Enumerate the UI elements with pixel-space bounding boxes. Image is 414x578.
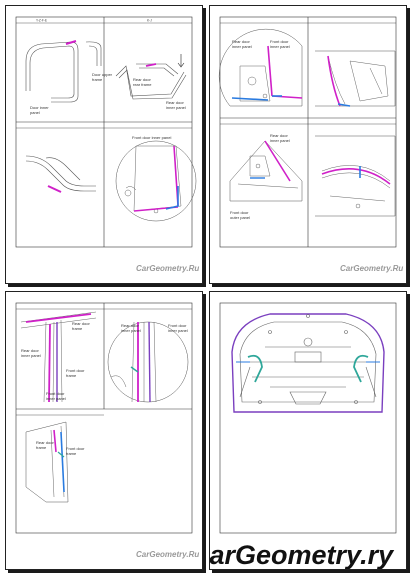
pillar-detail (20, 311, 97, 403)
front-door-panel-drawing (115, 140, 197, 222)
tailgate-drawing (231, 313, 385, 413)
pillar-circle-detail (107, 321, 189, 403)
front-door-outer-detail (229, 140, 303, 202)
page-4-drawing: CarGeometry.ry (210, 302, 397, 569)
door-bottom-detail (315, 135, 396, 217)
label-front-door-inner-panel: Front door inner panel (132, 135, 171, 140)
manual-page-4: CarGeometry.ry (209, 291, 407, 570)
watermark-1: CarGeometry.Ru (136, 264, 199, 273)
pillar-base-detail (25, 421, 69, 503)
header-1: Y-Z-F-E (36, 19, 47, 23)
door-frame-drawing (25, 40, 102, 103)
rear-door-frame-drawing (115, 54, 187, 100)
big-watermark: CarGeometry.ry (210, 540, 395, 569)
tube-section-drawing (25, 155, 96, 193)
rear-door-detail-right (315, 50, 396, 107)
rear-door-detail-left (218, 28, 303, 107)
watermark-3: CarGeometry.Ru (136, 550, 199, 559)
watermark-2: CarGeometry.Ru (340, 264, 403, 273)
header-2: K-J (147, 19, 152, 23)
